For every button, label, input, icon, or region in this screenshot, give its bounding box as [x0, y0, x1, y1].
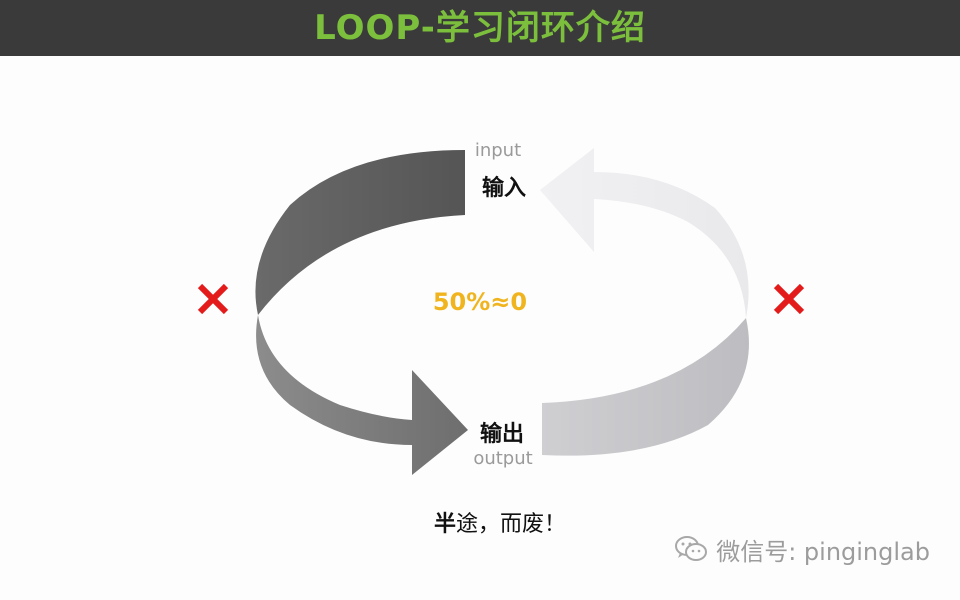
dark-arc-lower	[256, 315, 468, 475]
input-cn-label: 输入	[481, 176, 526, 201]
caption: 半途，而废！	[400, 506, 600, 538]
diagram-canvas: input 输入 50%≈0 输出 output 半途，而废！	[0, 56, 960, 600]
output-cn-label: 输出	[479, 422, 524, 447]
loop-diagram	[255, 148, 749, 475]
ratio-label: 50%≈0	[432, 288, 528, 316]
title-cn: 学习闭环介绍	[435, 8, 646, 48]
title-en: LOOP-	[314, 8, 436, 48]
caption-rest: 途，而废！	[456, 512, 567, 537]
cross-icon	[197, 283, 229, 315]
dark-arc-upper	[255, 150, 465, 315]
light-arc-upper	[540, 148, 749, 318]
page-title: LOOP-学习闭环介绍	[0, 0, 960, 56]
watermark-text: 微信号: pinginglab	[716, 537, 930, 566]
output-en-label: output	[473, 448, 533, 469]
caption-emphasis: 半	[433, 512, 456, 537]
wechat-icon	[675, 536, 708, 561]
light-arc-lower	[542, 318, 749, 456]
title-bar	[0, 0, 960, 56]
input-en-label: input	[474, 140, 522, 161]
cross-icon	[773, 283, 805, 315]
watermark: 微信号: pinginglab	[674, 534, 930, 566]
